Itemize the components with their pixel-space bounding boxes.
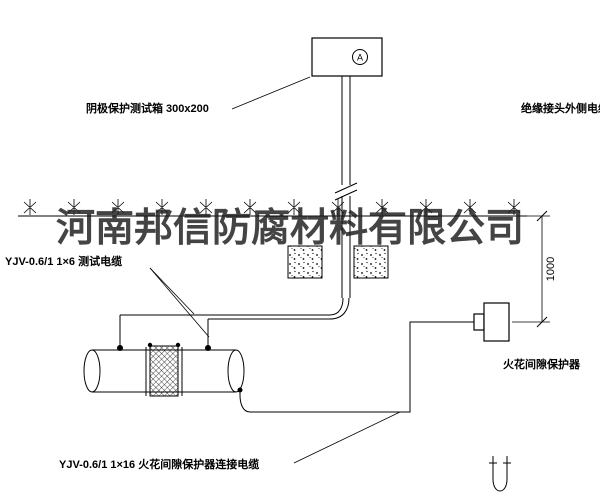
concrete-blocks xyxy=(287,245,389,279)
company-watermark: 河南邦信防腐材料有限公司 xyxy=(56,207,525,250)
spark-gap-cable xyxy=(237,321,474,413)
test-cables xyxy=(119,297,350,346)
cad-weld-points xyxy=(117,345,211,351)
insulating-joint-cable-label: 绝缘接头外侧电缆 xyxy=(521,103,600,115)
leader-test-cable-1 xyxy=(149,267,195,315)
leader-spark-cable xyxy=(293,411,401,464)
test-cable-label: YJV-0.6/1 1×6 测试电缆 xyxy=(5,256,123,268)
joint-bolt-right xyxy=(175,342,181,348)
spark-gap-protector-label: 火花间隙保护器 xyxy=(503,359,580,371)
spark-gap-cable-label: YJV-0.6/1 1×16 火花间隙保护器连接电缆 xyxy=(59,459,260,471)
leader-lines xyxy=(149,76,401,464)
weld-point-right xyxy=(205,345,211,351)
cable-weld-point xyxy=(237,387,243,393)
dimension-1000: 1000 xyxy=(512,210,557,328)
conduit-riser xyxy=(334,76,358,298)
joint-bolt-left xyxy=(147,342,153,348)
test-box-label: 阴极保护测试箱 300x200 xyxy=(86,103,209,115)
leader-test-box xyxy=(231,76,311,110)
test-box-symbol: A xyxy=(357,53,363,63)
dimension-text: 1000 xyxy=(545,257,557,281)
ground-grass-marks xyxy=(23,199,521,215)
weld-point-left xyxy=(117,345,123,351)
test-box: A xyxy=(311,37,383,77)
spark-gap-protector xyxy=(473,302,510,342)
leader-test-cable-2 xyxy=(149,267,210,338)
riser-detail-symbol xyxy=(489,456,511,492)
insulating-joint xyxy=(145,342,183,397)
